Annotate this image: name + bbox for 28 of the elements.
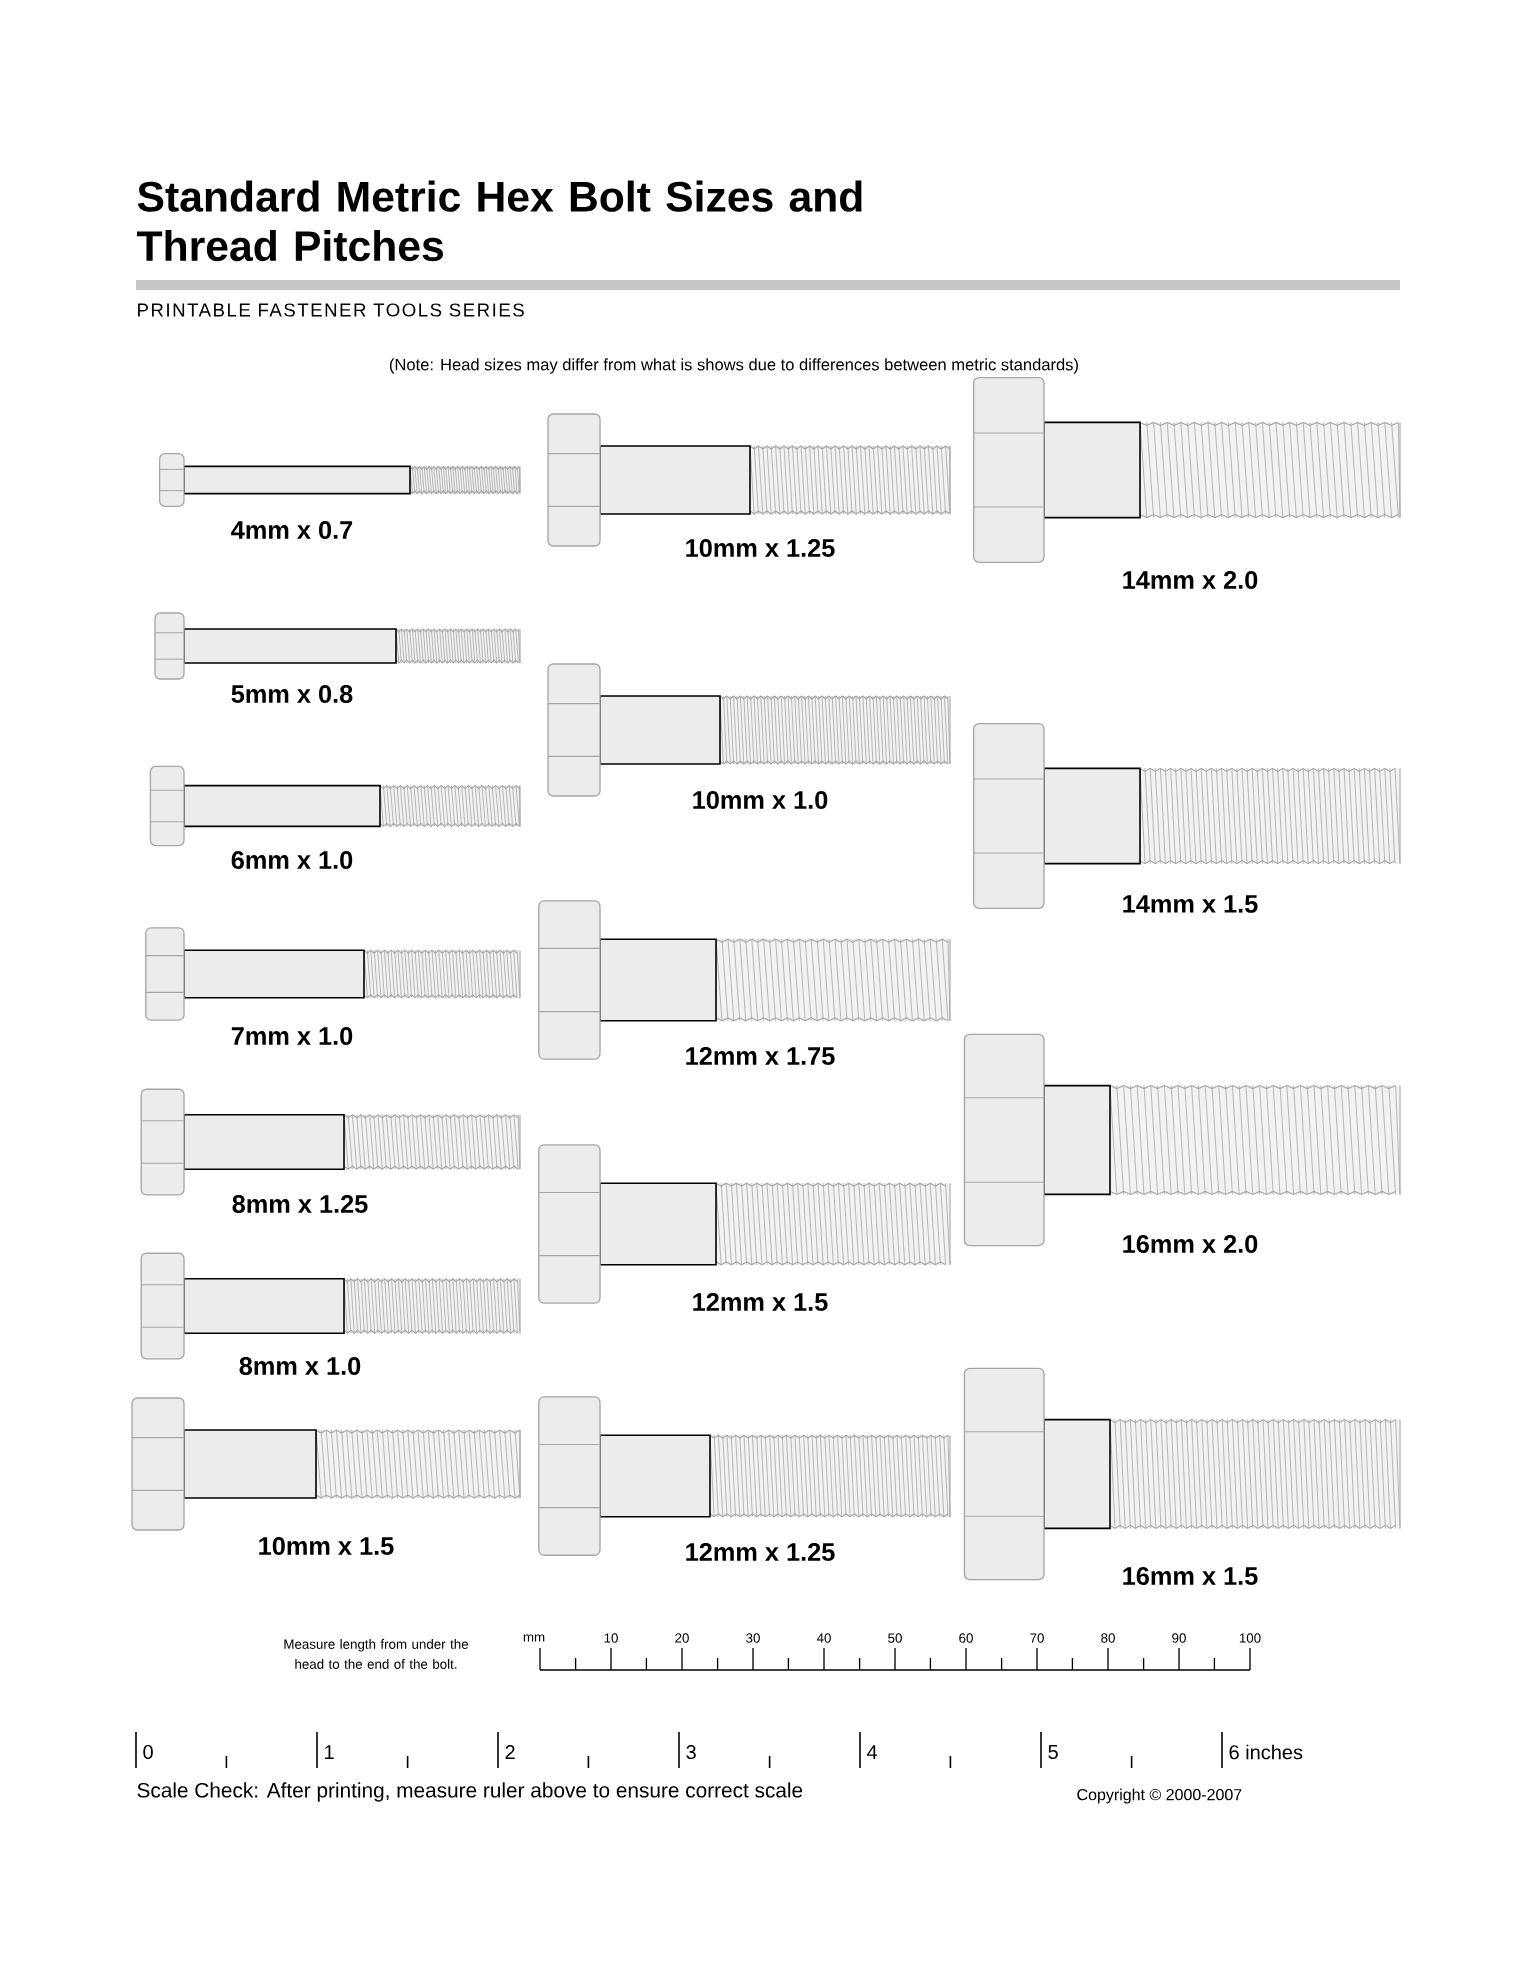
size-label: 8mm x 1.25 <box>232 1195 368 1213</box>
scale-number: 2 <box>505 1745 515 1759</box>
scale-number: 0 <box>143 1744 153 1760</box>
scale-number: 4 <box>867 1745 878 1759</box>
note: Scale Check: After printing, measure ruler above to ensure correct scale <box>137 1782 803 1802</box>
size-label: 4mm x 0.7 <box>231 521 353 539</box>
scale-number: 3 <box>686 1744 696 1760</box>
scale-number: 6 inches <box>1229 1744 1303 1760</box>
size-label: 10mm x 1.5 <box>259 1537 394 1555</box>
scale-number: 5 <box>1048 1745 1058 1759</box>
size-label: 12mm x 1.75 <box>686 1047 835 1065</box>
note: (Note: Head sizes may differ from what is shows due to differences between metric standards) <box>389 358 1078 374</box>
size-label: 6mm x 1.0 <box>231 851 353 869</box>
size-label: 16mm x 1.5 <box>1123 1567 1258 1585</box>
size-label: 7mm x 1.0 <box>231 1027 353 1045</box>
size-label: 16mm x 2.0 <box>1123 1235 1258 1253</box>
size-label: 10mm x 1.0 <box>693 791 828 809</box>
size-label: 12mm x 1.5 <box>693 1293 828 1311</box>
subtitle: PRINTABLE FASTENER TOOLS SERIES <box>138 303 524 317</box>
size-label: 14mm x 1.5 <box>1123 895 1258 913</box>
copyright: Copyright © 2000-2007 <box>1077 1788 1242 1804</box>
size-label: 12mm x 1.25 <box>686 1543 835 1561</box>
size-label: 8mm x 1.0 <box>239 1357 361 1375</box>
size-label: 5mm x 0.8 <box>231 685 353 703</box>
size-label: 10mm x 1.25 <box>686 539 835 557</box>
scale-number: 1 <box>325 1745 334 1759</box>
size-label: 14mm x 2.0 <box>1123 571 1258 589</box>
title: Standard Metric Hex Bolt Sizes and Thread Pitches <box>137 180 862 262</box>
